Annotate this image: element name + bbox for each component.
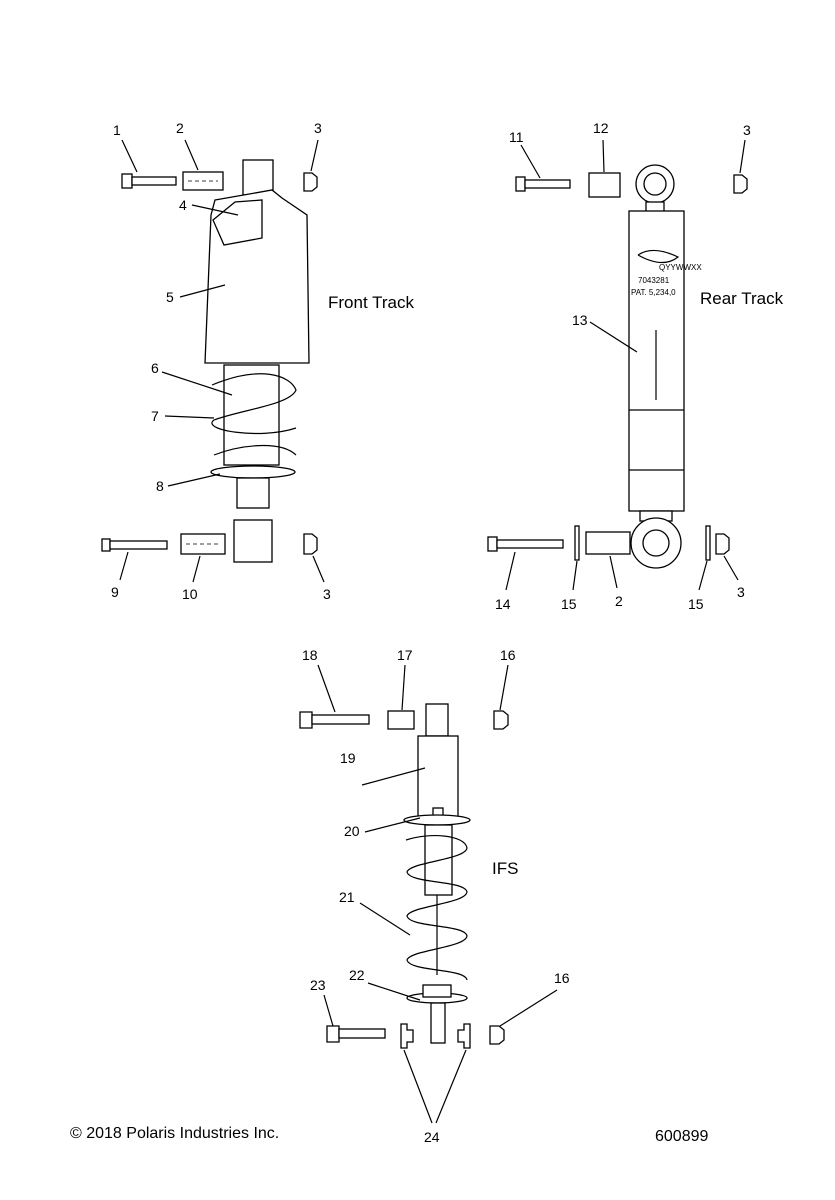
callout-9: 9 bbox=[111, 584, 119, 600]
bushing-part-24b bbox=[457, 1023, 471, 1049]
bolt-part-23 bbox=[326, 1025, 386, 1043]
callout-14: 14 bbox=[495, 596, 511, 612]
callout-10: 10 bbox=[182, 586, 198, 602]
callout-2: 2 bbox=[176, 120, 184, 136]
callout-4: 4 bbox=[179, 197, 187, 213]
front-track-title: Front Track bbox=[328, 293, 414, 312]
callout-3b: 3 bbox=[323, 586, 331, 602]
callout-21: 21 bbox=[339, 889, 355, 905]
nut-part-16 bbox=[493, 710, 509, 730]
bolt-part-14 bbox=[487, 536, 564, 552]
bushing-part-17 bbox=[387, 710, 415, 730]
bolt-part-11 bbox=[515, 176, 571, 192]
callout-15: 15 bbox=[561, 596, 577, 612]
nut-part-3b bbox=[303, 533, 318, 555]
nut-part-16b bbox=[489, 1025, 505, 1045]
diagram-number: 600899 bbox=[655, 1128, 708, 1145]
callout-18: 18 bbox=[302, 647, 318, 663]
callout-8: 8 bbox=[156, 478, 164, 494]
bushing-part-12 bbox=[588, 172, 621, 198]
front-track-shock-assembly: 1 2 3 4 5 6 7 8 9 10 3 Front Track bbox=[101, 120, 414, 602]
shock-label-patent: PAT. 5,234,0 bbox=[631, 288, 676, 297]
rear-track-shock-assembly: QYYWWXX 7043281 PAT. 5,234,0 11 12 bbox=[487, 120, 784, 612]
shock-label-part-number: 7043281 bbox=[638, 276, 670, 285]
bolt-part-1 bbox=[121, 173, 177, 189]
callout-24: 24 bbox=[424, 1129, 440, 1145]
callout-23: 23 bbox=[310, 977, 326, 993]
bolt-part-9 bbox=[101, 538, 168, 552]
callout-3: 3 bbox=[314, 120, 322, 136]
callout-2b: 2 bbox=[615, 593, 623, 609]
callout-12: 12 bbox=[593, 120, 609, 136]
nut-part-3c bbox=[733, 174, 748, 194]
callout-7: 7 bbox=[151, 408, 159, 424]
bushing-part-24 bbox=[400, 1023, 414, 1049]
callout-3c: 3 bbox=[743, 122, 751, 138]
shock-label-code: QYYWWXX bbox=[659, 263, 702, 272]
callout-5: 5 bbox=[166, 289, 174, 305]
callout-16b: 16 bbox=[554, 970, 570, 986]
copyright-text: © 2018 Polaris Industries Inc. bbox=[70, 1125, 279, 1142]
bushing-part-2b bbox=[585, 531, 631, 555]
ifs-shock-assembly: 18 17 16 19 20 21 22 16 23 24 IFS bbox=[299, 647, 570, 1145]
ifs-shock bbox=[403, 703, 471, 1044]
callout-16: 16 bbox=[500, 647, 516, 663]
rear-track-title: Rear Track bbox=[700, 289, 784, 308]
bolt-part-18 bbox=[299, 711, 370, 729]
nut-part-3 bbox=[303, 172, 318, 192]
callout-17: 17 bbox=[397, 647, 413, 663]
ifs-title: IFS bbox=[492, 859, 518, 878]
callout-15b: 15 bbox=[688, 596, 704, 612]
front-shock bbox=[204, 159, 310, 563]
washer-part-15 bbox=[574, 525, 580, 561]
callout-6: 6 bbox=[151, 360, 159, 376]
callout-13: 13 bbox=[572, 312, 588, 328]
callout-3d: 3 bbox=[737, 584, 745, 600]
callout-11: 11 bbox=[509, 129, 524, 145]
callout-1: 1 bbox=[113, 122, 121, 138]
callout-19: 19 bbox=[340, 750, 356, 766]
nut-part-3d bbox=[715, 533, 730, 555]
callout-22: 22 bbox=[349, 967, 365, 983]
rear-shock: QYYWWXX 7043281 PAT. 5,234,0 bbox=[628, 164, 702, 569]
callout-20: 20 bbox=[344, 823, 360, 839]
washer-part-15b bbox=[705, 525, 711, 561]
